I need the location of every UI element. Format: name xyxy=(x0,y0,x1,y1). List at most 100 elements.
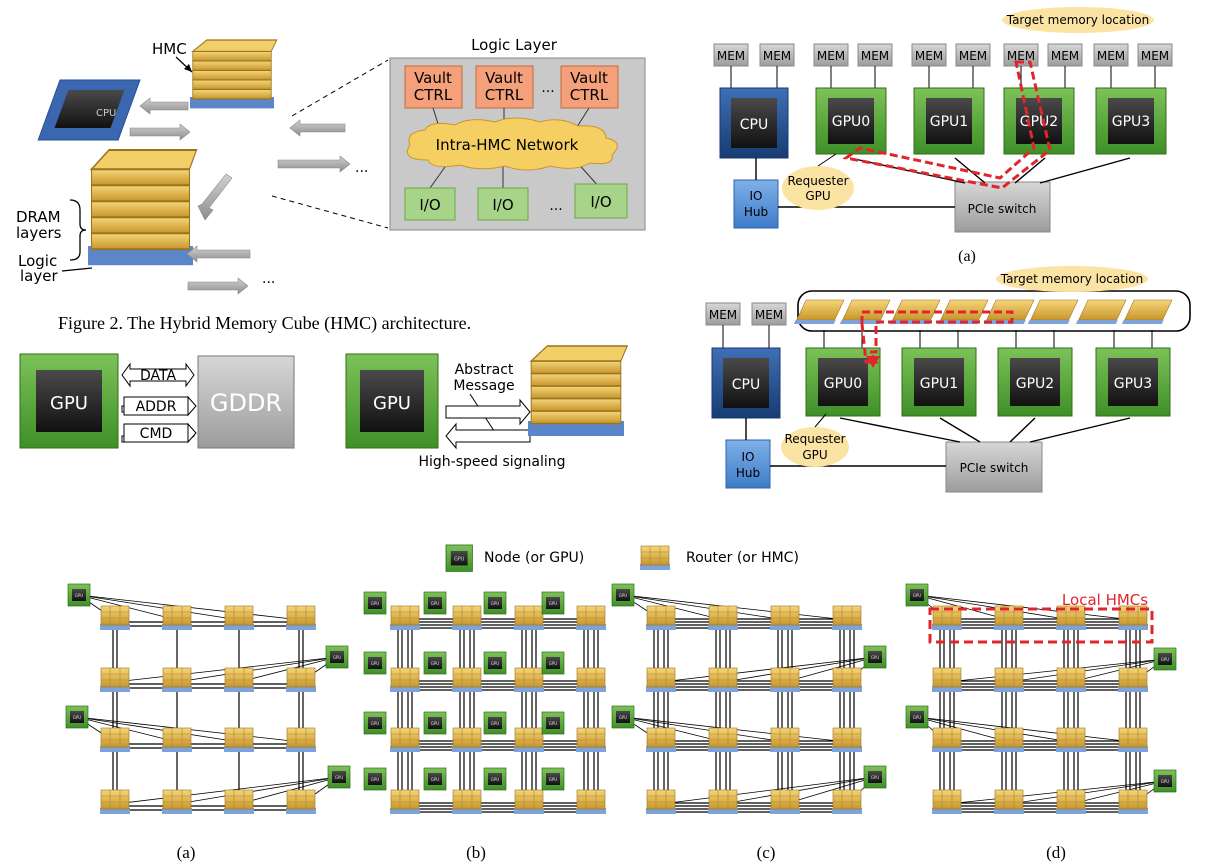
node-1-1-3 xyxy=(541,651,565,675)
hmc-chip-b-7 xyxy=(1121,299,1174,325)
gpu-box-b-3: GPU3 xyxy=(1095,330,1171,417)
node-0-0 xyxy=(67,583,91,607)
router-3-2-1 xyxy=(993,727,1025,753)
router-0-1-2 xyxy=(223,667,255,693)
svg-text:IO: IO xyxy=(742,450,755,464)
router-1-1-3 xyxy=(575,667,607,693)
svg-text:Requester: Requester xyxy=(784,432,845,446)
node-2-0 xyxy=(611,583,635,607)
pcie-switch-label-b: PCIe switch xyxy=(960,461,1029,475)
vault-ctrl-2: Vault CTRL xyxy=(560,65,619,109)
topology-label-a: (a) xyxy=(177,843,196,862)
svg-text:MEM: MEM xyxy=(817,49,845,63)
topology-label-c: (c) xyxy=(757,843,776,862)
router-2-0-1 xyxy=(707,605,739,631)
local-hmcs-box xyxy=(928,607,1154,644)
router-2-2-1 xyxy=(707,727,739,753)
node-2-1 xyxy=(863,645,887,669)
high-speed-label: High-speed signaling xyxy=(418,454,565,470)
node-2-3 xyxy=(863,765,887,789)
gpu-label-a-0: GPU0 xyxy=(832,114,870,130)
router-1-1-1 xyxy=(451,667,483,693)
svg-text:Vault: Vault xyxy=(570,69,608,87)
svg-text:Requester: Requester xyxy=(787,174,848,188)
node-1-0-2 xyxy=(483,591,507,615)
router-2-2-3 xyxy=(831,727,863,753)
svg-text:CPU: CPU xyxy=(732,377,760,393)
mem-box-a-7: MEM xyxy=(1047,43,1083,88)
panel-label-system-a: (a) xyxy=(958,248,976,265)
router-1-0-0 xyxy=(389,605,421,631)
gpu-box-a-0: GPU0 xyxy=(815,87,887,155)
link-arrows xyxy=(129,97,351,295)
node-1-1-0 xyxy=(363,651,387,675)
router-0-1-1 xyxy=(161,667,193,693)
node-1-0-0 xyxy=(363,591,387,615)
cpu-chip-3d xyxy=(37,79,141,141)
gddr-comparison: GPU DATA ADDR CMD GDDR GPU Abstract Mess… xyxy=(19,345,628,470)
io-row: I/O I/O ... I/O xyxy=(404,183,628,221)
access-path-a xyxy=(842,60,1052,190)
pcie-switch-b xyxy=(945,441,1043,493)
node-3-0 xyxy=(905,583,929,607)
dram-brace xyxy=(69,199,87,261)
hmc-chip-b-6 xyxy=(1075,299,1128,325)
router-1-2-1 xyxy=(451,727,483,753)
node-3-2 xyxy=(905,705,929,729)
mem-pair-b: MEM MEM xyxy=(705,302,787,348)
topology-panel-d xyxy=(905,583,1177,815)
router-1-2-0 xyxy=(389,727,421,753)
router-3-1-3 xyxy=(1117,667,1149,693)
requester-bubble-a xyxy=(782,166,854,210)
svg-text:MEM: MEM xyxy=(755,308,783,322)
gpu-label-right: GPU xyxy=(373,393,411,414)
mem-box-a-1: MEM xyxy=(759,43,795,88)
pcie-switch-a xyxy=(954,181,1051,233)
svg-text:GPU: GPU xyxy=(805,189,830,203)
vault-ctrl-row: Vault CTRL Vault CTRL ... Vault CTRL xyxy=(404,65,619,109)
router-1-3-2 xyxy=(513,789,545,815)
router-3-3-2 xyxy=(1055,789,1087,815)
router-0-0-1 xyxy=(161,605,193,631)
router-2-0-2 xyxy=(769,605,801,631)
mem-box-a-9: MEM xyxy=(1137,43,1173,88)
router-0-2-1 xyxy=(161,727,193,753)
gpu-label-a-3: GPU3 xyxy=(1112,114,1150,130)
svg-text:CTRL: CTRL xyxy=(485,86,524,104)
router-1-1-0 xyxy=(389,667,421,693)
svg-text:Vault: Vault xyxy=(485,69,523,87)
hmc-stack-top xyxy=(189,39,278,109)
figure2-caption: Figure 2. The Hybrid Memory Cube (HMC) a… xyxy=(58,313,471,334)
legend-node-label: Node (or GPU) xyxy=(484,550,584,566)
topology-panels xyxy=(65,583,1177,815)
gpu-box-a-2: GPU2 xyxy=(1003,87,1075,155)
cpu-chip-label: CPU xyxy=(96,108,116,119)
router-0-3-0 xyxy=(99,789,131,815)
router-0-0-0 xyxy=(99,605,131,631)
requester-bubble-b xyxy=(781,427,849,467)
mem-box-a-4: MEM xyxy=(911,43,947,88)
topology-panel-a xyxy=(65,583,351,815)
gpu-box-a-3: GPU3 xyxy=(1095,87,1167,155)
router-2-3-2 xyxy=(769,789,801,815)
router-1-2-2 xyxy=(513,727,545,753)
router-1-3-1 xyxy=(451,789,483,815)
router-2-3-1 xyxy=(707,789,739,815)
mem-box-a-5: MEM xyxy=(955,43,991,88)
svg-text:MEM: MEM xyxy=(1007,49,1035,63)
router-3-2-2 xyxy=(1055,727,1087,753)
svg-text:IO: IO xyxy=(750,189,763,203)
node-3-1 xyxy=(1153,647,1177,671)
router-2-3-3 xyxy=(831,789,863,815)
router-2-1-3 xyxy=(831,667,863,693)
router-1-3-3 xyxy=(575,789,607,815)
abstract-message-1: Abstract xyxy=(455,362,514,378)
svg-text:MEM: MEM xyxy=(709,308,737,322)
hmc-stack-bottom xyxy=(87,149,198,267)
target-label-a: Target memory location xyxy=(1006,13,1150,27)
mem-box-a-0: MEM xyxy=(713,43,749,88)
router-1-0-2 xyxy=(513,605,545,631)
router-1-2-3 xyxy=(575,727,607,753)
cpu-label-a: CPU xyxy=(740,117,768,133)
